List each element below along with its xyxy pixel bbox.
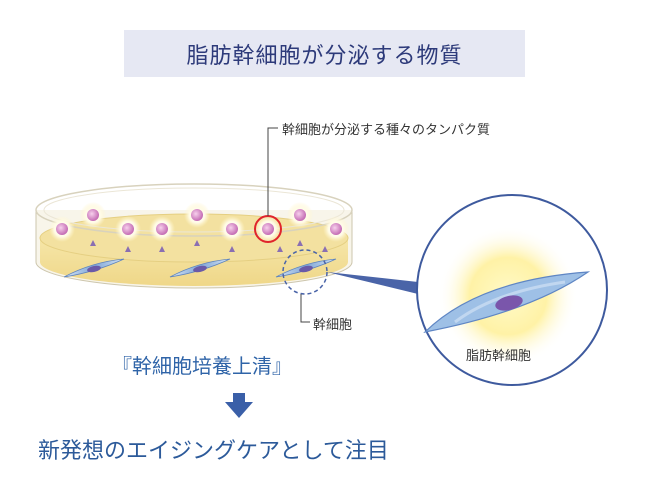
up-arrow-icon — [277, 246, 283, 252]
culture-supernatant-text: 『幹細胞培養上清』 — [112, 354, 292, 378]
protein-particles — [49, 202, 349, 242]
conclusion-text: 新発想のエイジングケアとして注目 — [38, 439, 389, 464]
up-arrow-icon — [297, 240, 303, 246]
stem-cell-icon — [275, 258, 337, 278]
protein-particle-icon — [323, 216, 349, 242]
up-arrow-icon — [125, 246, 131, 252]
protein-particle-icon — [115, 216, 141, 242]
protein-particle-icon — [49, 216, 75, 242]
protein-leader-line — [267, 127, 278, 216]
stem-cell-icon — [169, 258, 231, 278]
up-arrow-icon — [159, 246, 165, 252]
protein-particle-icon — [80, 202, 106, 228]
up-arrow-icon — [229, 246, 235, 252]
protein-particle-icon — [149, 216, 175, 242]
stem-cell-icon — [63, 258, 125, 278]
dish-stem-cells — [63, 258, 337, 278]
stem-cell-label: 幹細胞 — [313, 318, 353, 333]
protein-particle-icon — [219, 216, 245, 242]
protein-particle-icon — [184, 202, 210, 228]
zoom-cell-label: 脂肪幹細胞 — [466, 349, 532, 364]
protein-particle-icon — [255, 216, 281, 242]
down-arrow-icon — [225, 393, 253, 418]
stem-cell-leader-line — [300, 294, 310, 323]
up-arrow-icon — [90, 240, 96, 246]
magnifier-circle-icon — [416, 194, 608, 386]
protein-label: 幹細胞が分泌する種々のタンパク質 — [282, 123, 491, 138]
title-banner: 脂肪幹細胞が分泌する物質 — [124, 30, 525, 77]
up-arrow-icon — [322, 246, 328, 252]
up-arrow-icon — [194, 240, 200, 246]
nucleus-icon — [495, 295, 523, 311]
secretion-arrows — [90, 240, 328, 252]
protein-particle-icon — [287, 202, 313, 228]
zoom-connector — [327, 272, 418, 294]
page-title: 脂肪幹細胞が分泌する物質 — [186, 43, 463, 69]
